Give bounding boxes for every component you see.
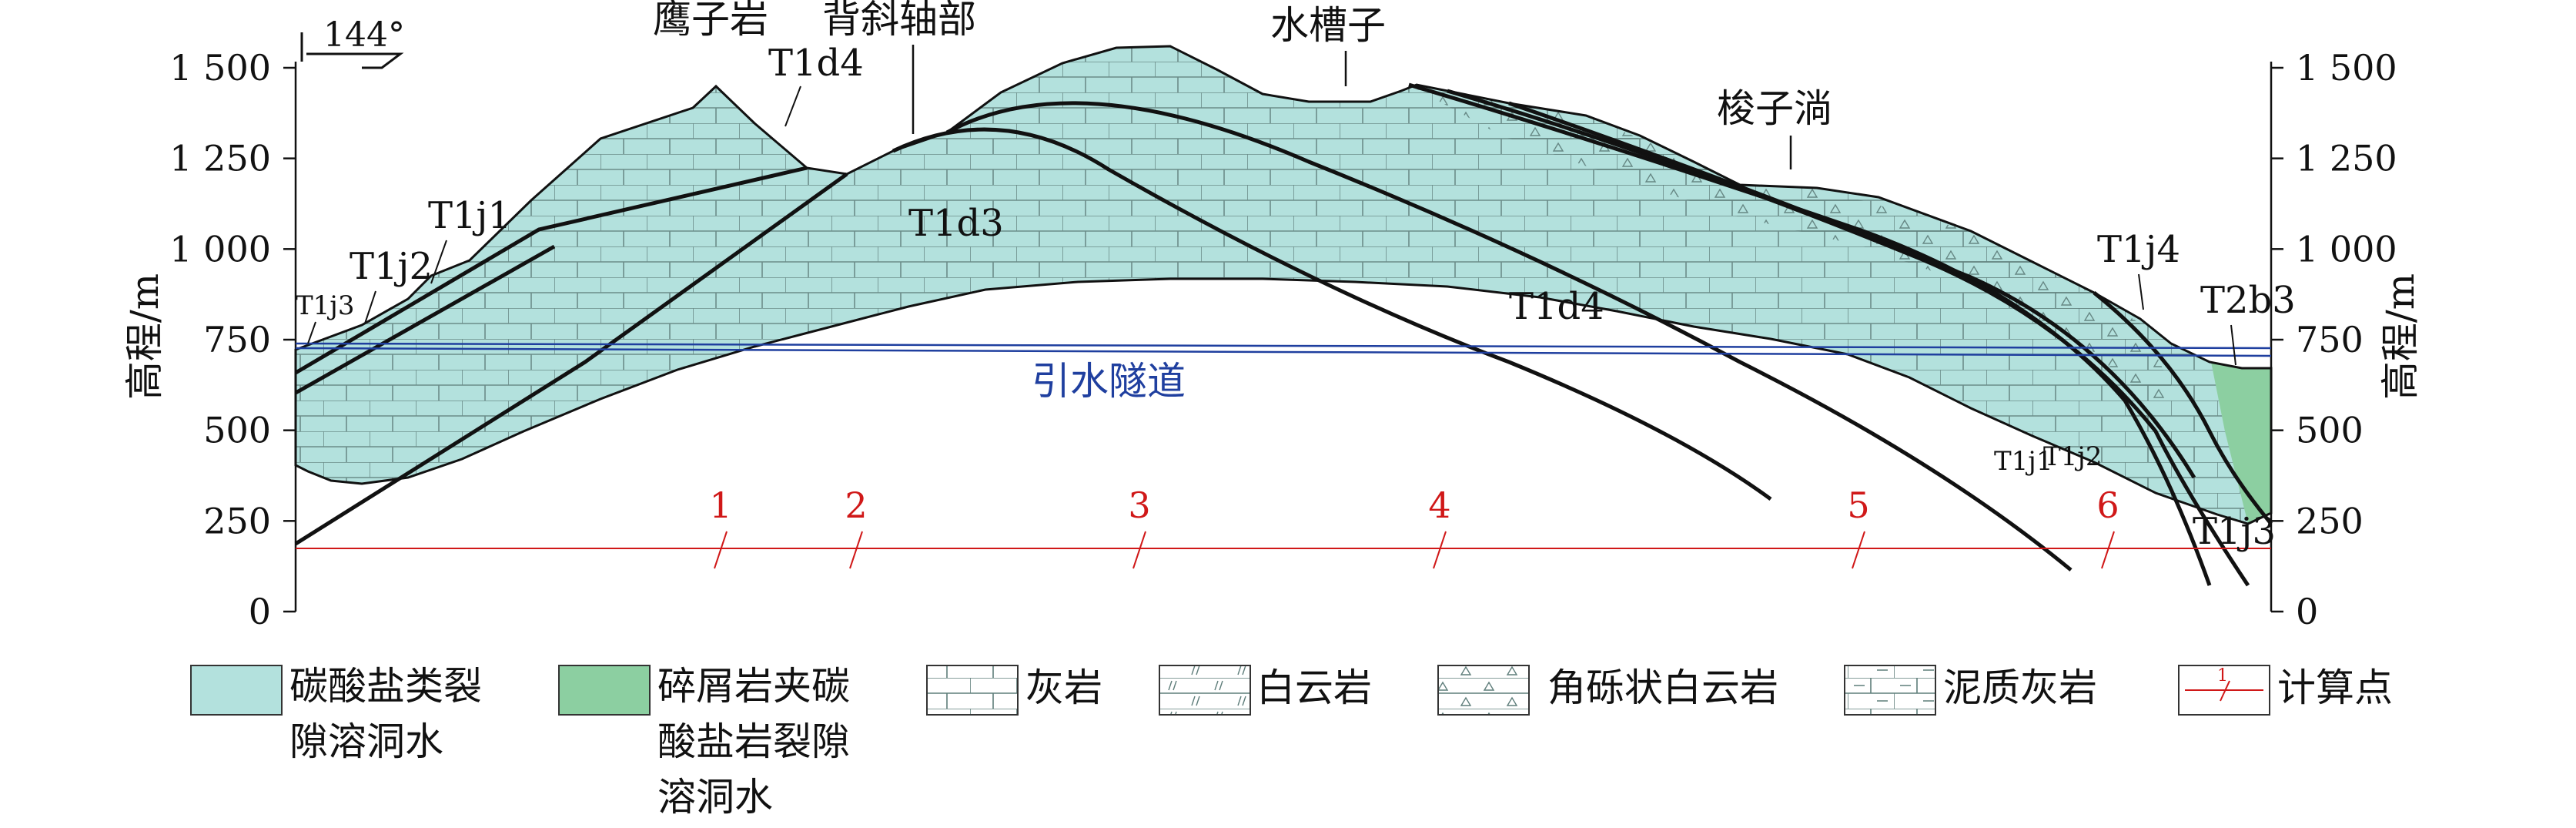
right-tick-label: 750 [2296,319,2364,360]
calc-point-label: 2 [845,484,867,526]
legend-item-limestone: 灰岩 [926,665,1102,716]
legend-item-clastic-water: 碎屑岩夹碳 酸盐岩裂隙 溶洞水 [558,664,850,820]
legend-calc-sample: 1 [2217,666,2228,686]
calc-point-label: 4 [1428,484,1450,526]
clastic-zone [2211,362,2271,524]
calc-point-mark [1132,531,1146,569]
calc-point-mark [1852,531,1865,569]
tunnel-label: 引水隧道 [1032,359,1186,404]
legend-item-dolomite: 白云岩 [1159,665,1372,716]
legend-clastic-line1: 碎屑岩夹碳 [657,664,850,709]
boundary-right-2 [1447,89,2250,587]
right-tick-label: 500 [2296,410,2364,451]
left-tick-label: 250 [203,500,271,541]
right-tick-label: 1 250 [2296,138,2397,179]
left-axis: 0 250 500 750 1 000 1 250 1 500 [169,47,297,632]
legend-item-calc-point: 1 计算点 [2178,665,2393,716]
water-tunnel: 引水隧道 [295,342,2272,404]
right-axis: 0 250 500 750 1 000 1 250 1 500 [2270,47,2397,632]
breccia-band [1409,85,2179,401]
boundary-left-2 [294,244,556,395]
stratum-labels: T1d4 T1d3 T1d4 T1j1 T1j2 T1j3 T1j4 T2b3 … [296,42,2296,553]
label-T1d4-mid: T1d4 [1509,285,1604,328]
boundary-left-1 [294,166,808,375]
calc-point-mark [849,531,863,569]
label-T1j3-bottom: T1j3 [2193,510,2276,553]
right-tick-label: 0 [2296,591,2318,632]
legend-breccia-label: 角砾状白云岩 [1547,665,1778,710]
legend: 碳酸盐类裂 隙溶洞水 碎屑岩夹碳 酸盐岩裂隙 溶洞水 灰岩 白云岩 角砾状白云岩… [190,664,2393,820]
label-T2b3: T2b3 [2200,279,2296,322]
legend-item-carbonate-water: 碳酸盐类裂 隙溶洞水 [190,664,482,764]
left-tick-label: 0 [249,591,271,632]
label-T1j1-bottom: T1j1 [1994,446,2052,477]
left-tick-label: 750 [203,319,271,360]
label-T1d4-top: T1d4 [768,42,864,85]
boundary-anticline-1 [892,127,1772,501]
boundary-anticline-2 [945,101,2073,572]
label-T1d3: T1d3 [908,202,1004,245]
azimuth-label: 144° [323,15,405,55]
place-shuicaozi: 水槽子 [1270,3,1386,48]
right-tick-label: 1 000 [2296,228,2397,270]
legend-carbonate-line2: 隙溶洞水 [289,719,443,764]
place-suozitang: 梭子淌 [1717,86,1832,131]
label-T1j4-right: T1j4 [2097,228,2180,271]
left-tick-label: 1 250 [169,138,271,179]
right-tick-label: 1 500 [2296,47,2397,89]
section-body [294,45,2273,525]
calc-point-mark [714,531,728,569]
left-tick-label: 500 [203,410,271,451]
label-T1j3-left: T1j3 [296,290,354,321]
legend-limestone-label: 灰岩 [1025,665,1102,710]
label-T1j2-bottom: T1j2 [2043,441,2102,472]
place-eagle-rock: 鹰子岩 [653,0,768,42]
limestone-texture [296,46,2271,524]
legend-item-breccia-dolomite: 角砾状白云岩 [1437,665,1778,716]
right-tick-label: 250 [2296,500,2364,541]
calc-point-label: 1 [709,484,731,526]
calc-point-label: 5 [1847,484,1869,526]
calc-point-label: 3 [1128,484,1150,526]
left-axis-label: 高程/m [122,273,167,400]
calc-point-label: 6 [2096,484,2119,526]
legend-item-argillaceous-limestone: 泥质灰岩 [1844,665,2097,716]
legend-carbonate-line1: 碳酸盐类裂 [289,664,482,709]
left-tick-label: 1 000 [169,228,271,270]
legend-clastic-line2: 酸盐岩裂隙 [657,719,850,764]
calc-point-line: 1 2 3 4 5 6 [296,484,2271,569]
boundary-right-3 [1508,101,2196,479]
calc-point-mark [1433,531,1447,569]
place-anticline-axis: 背斜轴部 [822,0,976,42]
label-T1j1-left: T1j1 [428,194,511,237]
label-T1j2-left: T1j2 [350,245,433,288]
legend-calc-label: 计算点 [2277,665,2393,710]
legend-clastic-line3: 溶洞水 [657,775,773,820]
boundary-right-4 [2093,291,2273,525]
boundary-left-3 [294,172,848,546]
right-axis-label: 高程/m [2378,273,2423,400]
place-labels: 鹰子岩 背斜轴部 水槽子 梭子淌 [653,0,1832,169]
stratum-boundaries [294,82,2273,587]
legend-dolomite-label: 白云岩 [1256,665,1372,710]
azimuth-marker: 144° [300,15,405,69]
calc-point-mark [2101,531,2115,569]
left-tick-label: 1 500 [169,47,271,89]
legend-argil-label: 泥质灰岩 [1943,665,2097,710]
